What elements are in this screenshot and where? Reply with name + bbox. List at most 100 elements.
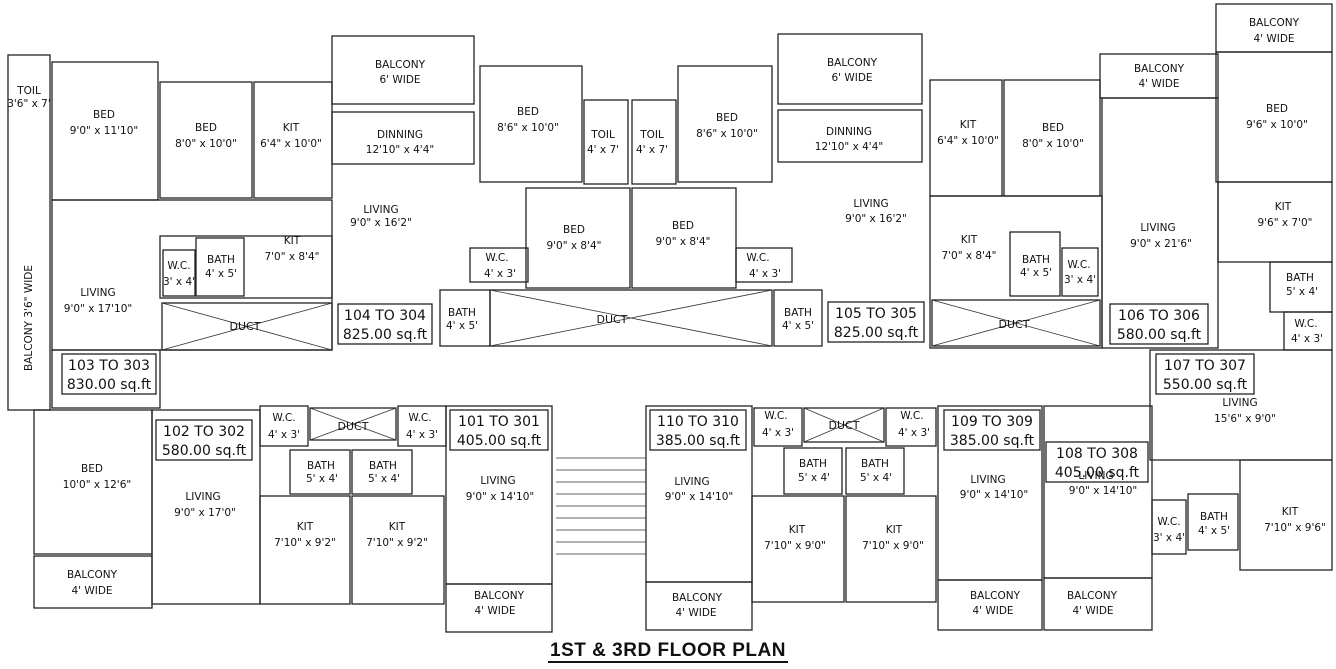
room-name: BATH	[1200, 511, 1228, 523]
room-name: BALCONY	[474, 590, 525, 602]
room-name: LIVING	[970, 474, 1005, 486]
room-name: BED	[81, 463, 103, 475]
room-size: 4' WIDE	[675, 607, 716, 619]
room-name: BED	[195, 122, 217, 134]
room-size: 12'10" x 4'4"	[815, 141, 883, 153]
room-living: LIVING 9'0" x 14'10"	[960, 474, 1028, 501]
room-name: TOIL	[639, 129, 664, 141]
unit-box: 109 TO 309 385.00 sq.ft	[943, 409, 1041, 451]
room-name: BED	[716, 112, 738, 124]
room-size: 9'0" x 14'10"	[665, 491, 733, 503]
duct-label: DUCT	[597, 313, 628, 326]
unit-number: 105 TO 305	[835, 306, 917, 322]
room-size: 5' x 4'	[306, 473, 338, 485]
unit-box: 101 TO 301 405.00 sq.ft	[449, 409, 549, 451]
duct-labels: DUCT DUCT DUCT DUCT DUCT	[230, 313, 1030, 433]
room-name: LIVING	[480, 475, 515, 487]
unit-box: 102 TO 302 580.00 sq.ft	[155, 419, 253, 461]
room-name: W.C.	[167, 260, 190, 272]
room-size: 3' x 4'	[1064, 274, 1096, 286]
room-name: BATH	[207, 254, 235, 266]
room-name: W.C.	[746, 252, 769, 264]
room-wc: W.C. 4' x 3'	[746, 252, 781, 280]
room-name: KIT	[283, 122, 300, 134]
room-size: 9'0" x 14'10"	[960, 489, 1028, 501]
room-size: 9'0" x 17'0"	[174, 507, 236, 519]
unit-area: 405.00 sq.ft	[457, 433, 542, 449]
room-size: 5' x 4'	[860, 472, 892, 484]
room-name: W.C.	[900, 410, 923, 422]
room-name: BATH	[369, 460, 397, 472]
room-size: 6' WIDE	[831, 72, 872, 84]
room-name: LIVING	[185, 491, 220, 503]
room-size: 10'0" x 12'6"	[63, 479, 131, 491]
room-size: 9'0" x 11'10"	[70, 125, 138, 137]
room-name: BED	[563, 224, 585, 236]
unit-area: 405.00 sq.ft	[1055, 465, 1140, 481]
duct-label: DUCT	[338, 420, 369, 433]
unit-box: 110 TO 310 385.00 sq.ft	[649, 409, 747, 451]
room-name: LIVING	[853, 198, 888, 210]
room-name: W.C.	[1157, 516, 1180, 528]
room-name: KIT	[1275, 201, 1292, 213]
unit-labels: 103 TO 303 830.00 sq.ft 104 TO 304 825.0…	[61, 301, 1255, 483]
room-size: 4' x 3'	[406, 429, 438, 441]
unit-box: 107 TO 307 550.00 sq.ft	[1155, 353, 1255, 395]
room-size: 7'10" x 9'0"	[862, 540, 924, 552]
unit-number: 103 TO 303	[68, 358, 150, 374]
room-name: BATH	[799, 458, 827, 470]
room-name: BED	[1266, 103, 1288, 115]
room-name: BED	[517, 106, 539, 118]
room-size: 4' x 3'	[268, 429, 300, 441]
room-wc: W.C.4' x 3'	[898, 410, 930, 439]
room-size: 4' WIDE	[972, 605, 1013, 617]
room-name: LIVING	[1078, 470, 1113, 482]
room-size: 6'4" x 10'0"	[260, 138, 322, 150]
room-kit: KIT 6'4" x 10'0"	[260, 122, 322, 150]
room-size: 7'10" x 9'0"	[764, 540, 826, 552]
unit-number: 102 TO 302	[163, 424, 245, 440]
plan-title: 1ST & 3RD FLOOR PLAN	[0, 640, 1336, 663]
unit-area: 830.00 sq.ft	[67, 377, 152, 393]
room-name: BALCONY	[970, 590, 1021, 602]
unit-box: 108 TO 308 405.00 sq.ft	[1045, 441, 1149, 483]
room-name: W.C.	[1067, 259, 1090, 271]
room-name: KIT	[284, 235, 301, 247]
room-name: BED	[672, 220, 694, 232]
room-size: 12'10" x 4'4"	[366, 144, 434, 156]
room-size: 8'0" x 10'0"	[175, 138, 237, 150]
room-size: 8'6" x 10'0"	[497, 122, 559, 134]
unit-area: 385.00 sq.ft	[950, 433, 1035, 449]
room-size: 4' WIDE	[1138, 78, 1179, 90]
room-size: 4' x 3'	[749, 268, 781, 280]
room-wc: W.C. 3' x 4'	[1064, 259, 1096, 286]
unit-number: 110 TO 310	[657, 414, 739, 430]
